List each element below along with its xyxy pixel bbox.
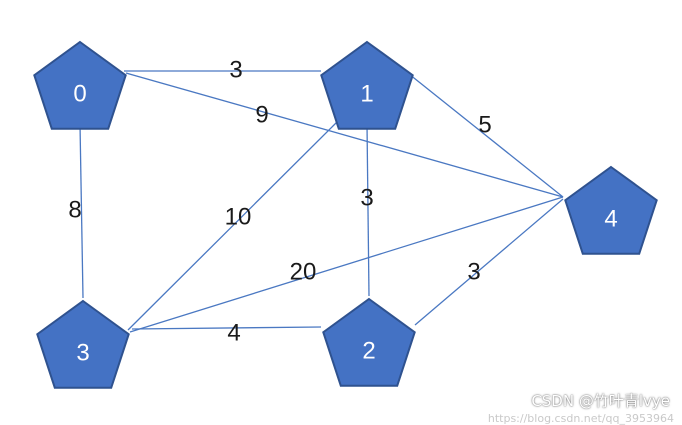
node-0: 0 bbox=[33, 40, 127, 130]
edge-2-4 bbox=[414, 198, 564, 326]
edge-weight-0-1: 3 bbox=[229, 57, 242, 84]
node-pentagon-2 bbox=[322, 297, 416, 387]
node-label-3: 3 bbox=[76, 340, 89, 367]
node-label-0: 0 bbox=[73, 81, 86, 108]
node-2: 2 bbox=[322, 297, 416, 387]
edge-weight-0-4: 9 bbox=[255, 102, 268, 129]
edge-weight-3-4: 20 bbox=[290, 259, 317, 286]
edge-0-4 bbox=[125, 72, 564, 198]
edge-weight-1-4: 5 bbox=[478, 112, 491, 139]
node-pentagon-0 bbox=[33, 40, 127, 130]
watermark-credit: CSDN @竹叶青lvye bbox=[531, 392, 670, 410]
edge-3-4 bbox=[129, 196, 564, 333]
edge-weight-1-2: 3 bbox=[360, 185, 373, 212]
edges-layer bbox=[79, 70, 564, 333]
node-pentagon-1 bbox=[320, 40, 414, 130]
node-3: 3 bbox=[36, 299, 130, 389]
edge-weight-1-3: 10 bbox=[225, 204, 252, 231]
edge-weight-0-3: 8 bbox=[68, 197, 81, 224]
node-pentagon-3 bbox=[36, 299, 130, 389]
nodes-layer: 0 1 2 3 4 bbox=[33, 40, 658, 389]
node-1: 1 bbox=[320, 40, 414, 130]
edge-3-2 bbox=[131, 326, 322, 330]
edge-1-4 bbox=[408, 73, 564, 198]
edge-weight-2-4: 3 bbox=[467, 259, 480, 286]
edge-weight-3-2: 4 bbox=[227, 320, 240, 347]
node-label-1: 1 bbox=[360, 81, 373, 108]
node-pentagon-4 bbox=[564, 165, 658, 255]
node-label-2: 2 bbox=[362, 338, 375, 365]
node-label-4: 4 bbox=[604, 206, 617, 233]
edge-1-2 bbox=[366, 123, 370, 297]
edge-1-3 bbox=[127, 121, 338, 331]
node-4: 4 bbox=[564, 165, 658, 255]
edge-0-3 bbox=[79, 123, 84, 299]
watermark-url: https://blog.csdn.net/qq_3953964 bbox=[487, 412, 674, 425]
